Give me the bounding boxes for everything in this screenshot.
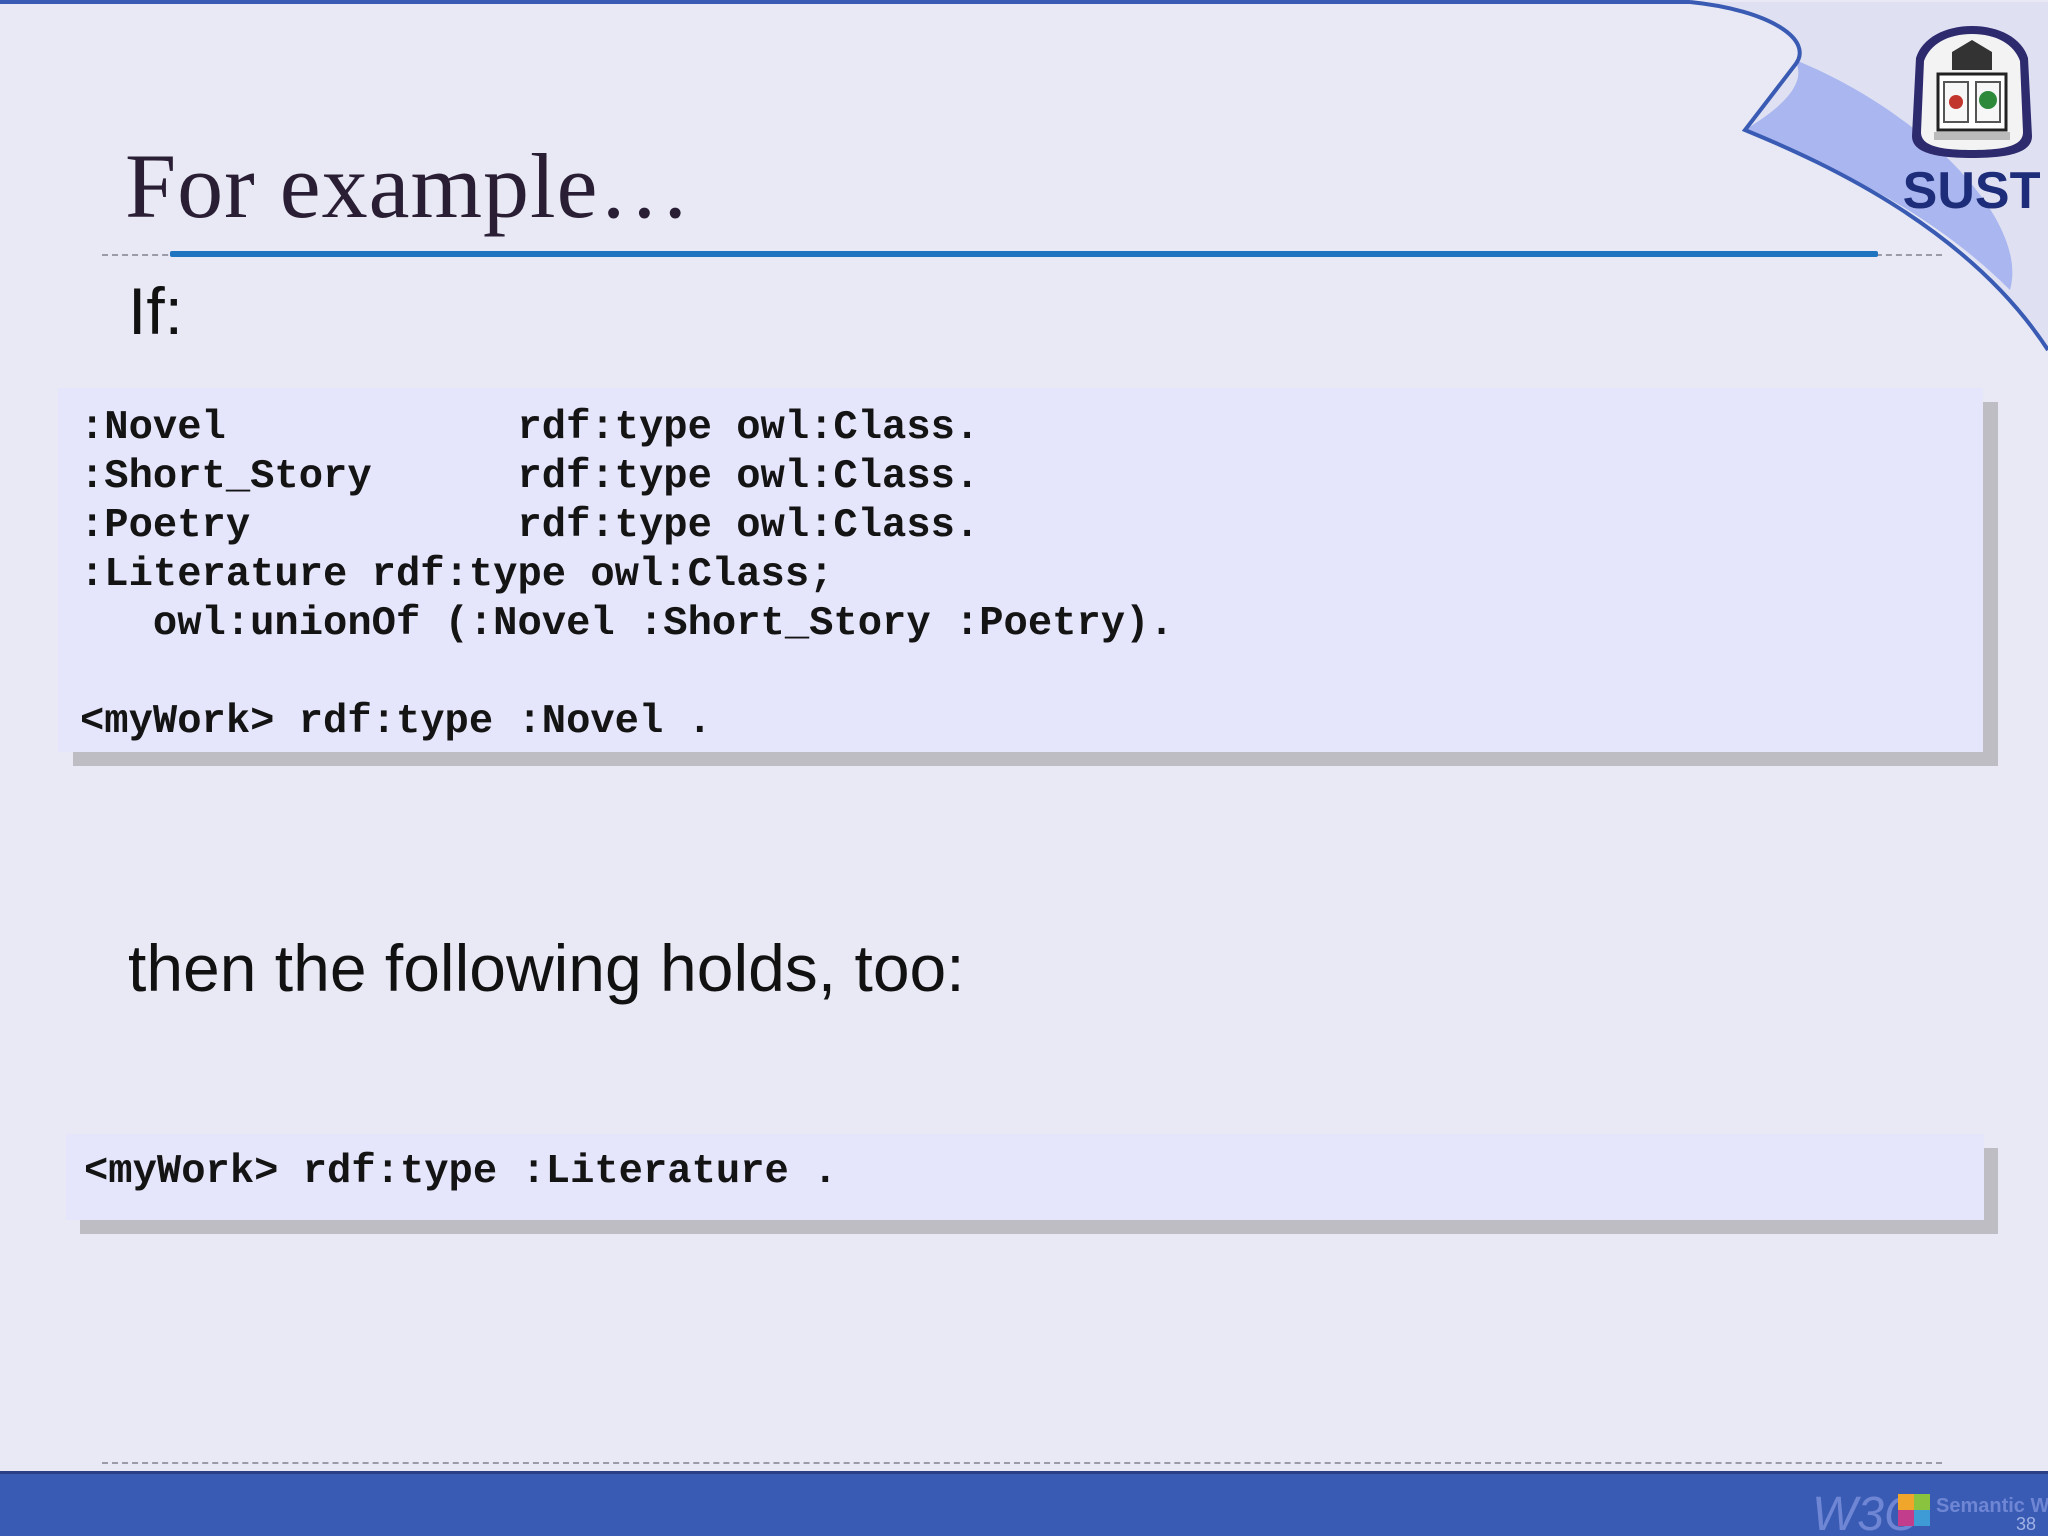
page-number: 38 [2016,1514,2037,1534]
semantic-web-text: Semantic Web [1936,1495,2048,1517]
slide-title: For example… [125,135,692,237]
title-divider-accent [170,251,1878,257]
footer-bar [0,1474,2048,1536]
code-conclusion-text: <myWork> rdf:type :Literature . [84,1149,838,1195]
then-label: then the following holds, too: [128,931,965,1005]
sust-logo-icon: SUST [1904,26,2040,218]
sust-logo-text: SUST [1904,162,2040,218]
footer-top-line [0,1471,2048,1474]
if-label: If: [128,274,184,348]
code-block-premises: :Novel rdf:type owl:Class. :Short_Story … [58,388,1983,752]
code-premises-text: :Novel rdf:type owl:Class. :Short_Story … [80,405,1174,745]
footer-divider-dashed [102,1462,1942,1464]
code-block-conclusion: <myWork> rdf:type :Literature . [66,1134,1984,1220]
w3c-semantic-web-logo-icon: W3C Semantic Web [1812,1488,2048,1536]
